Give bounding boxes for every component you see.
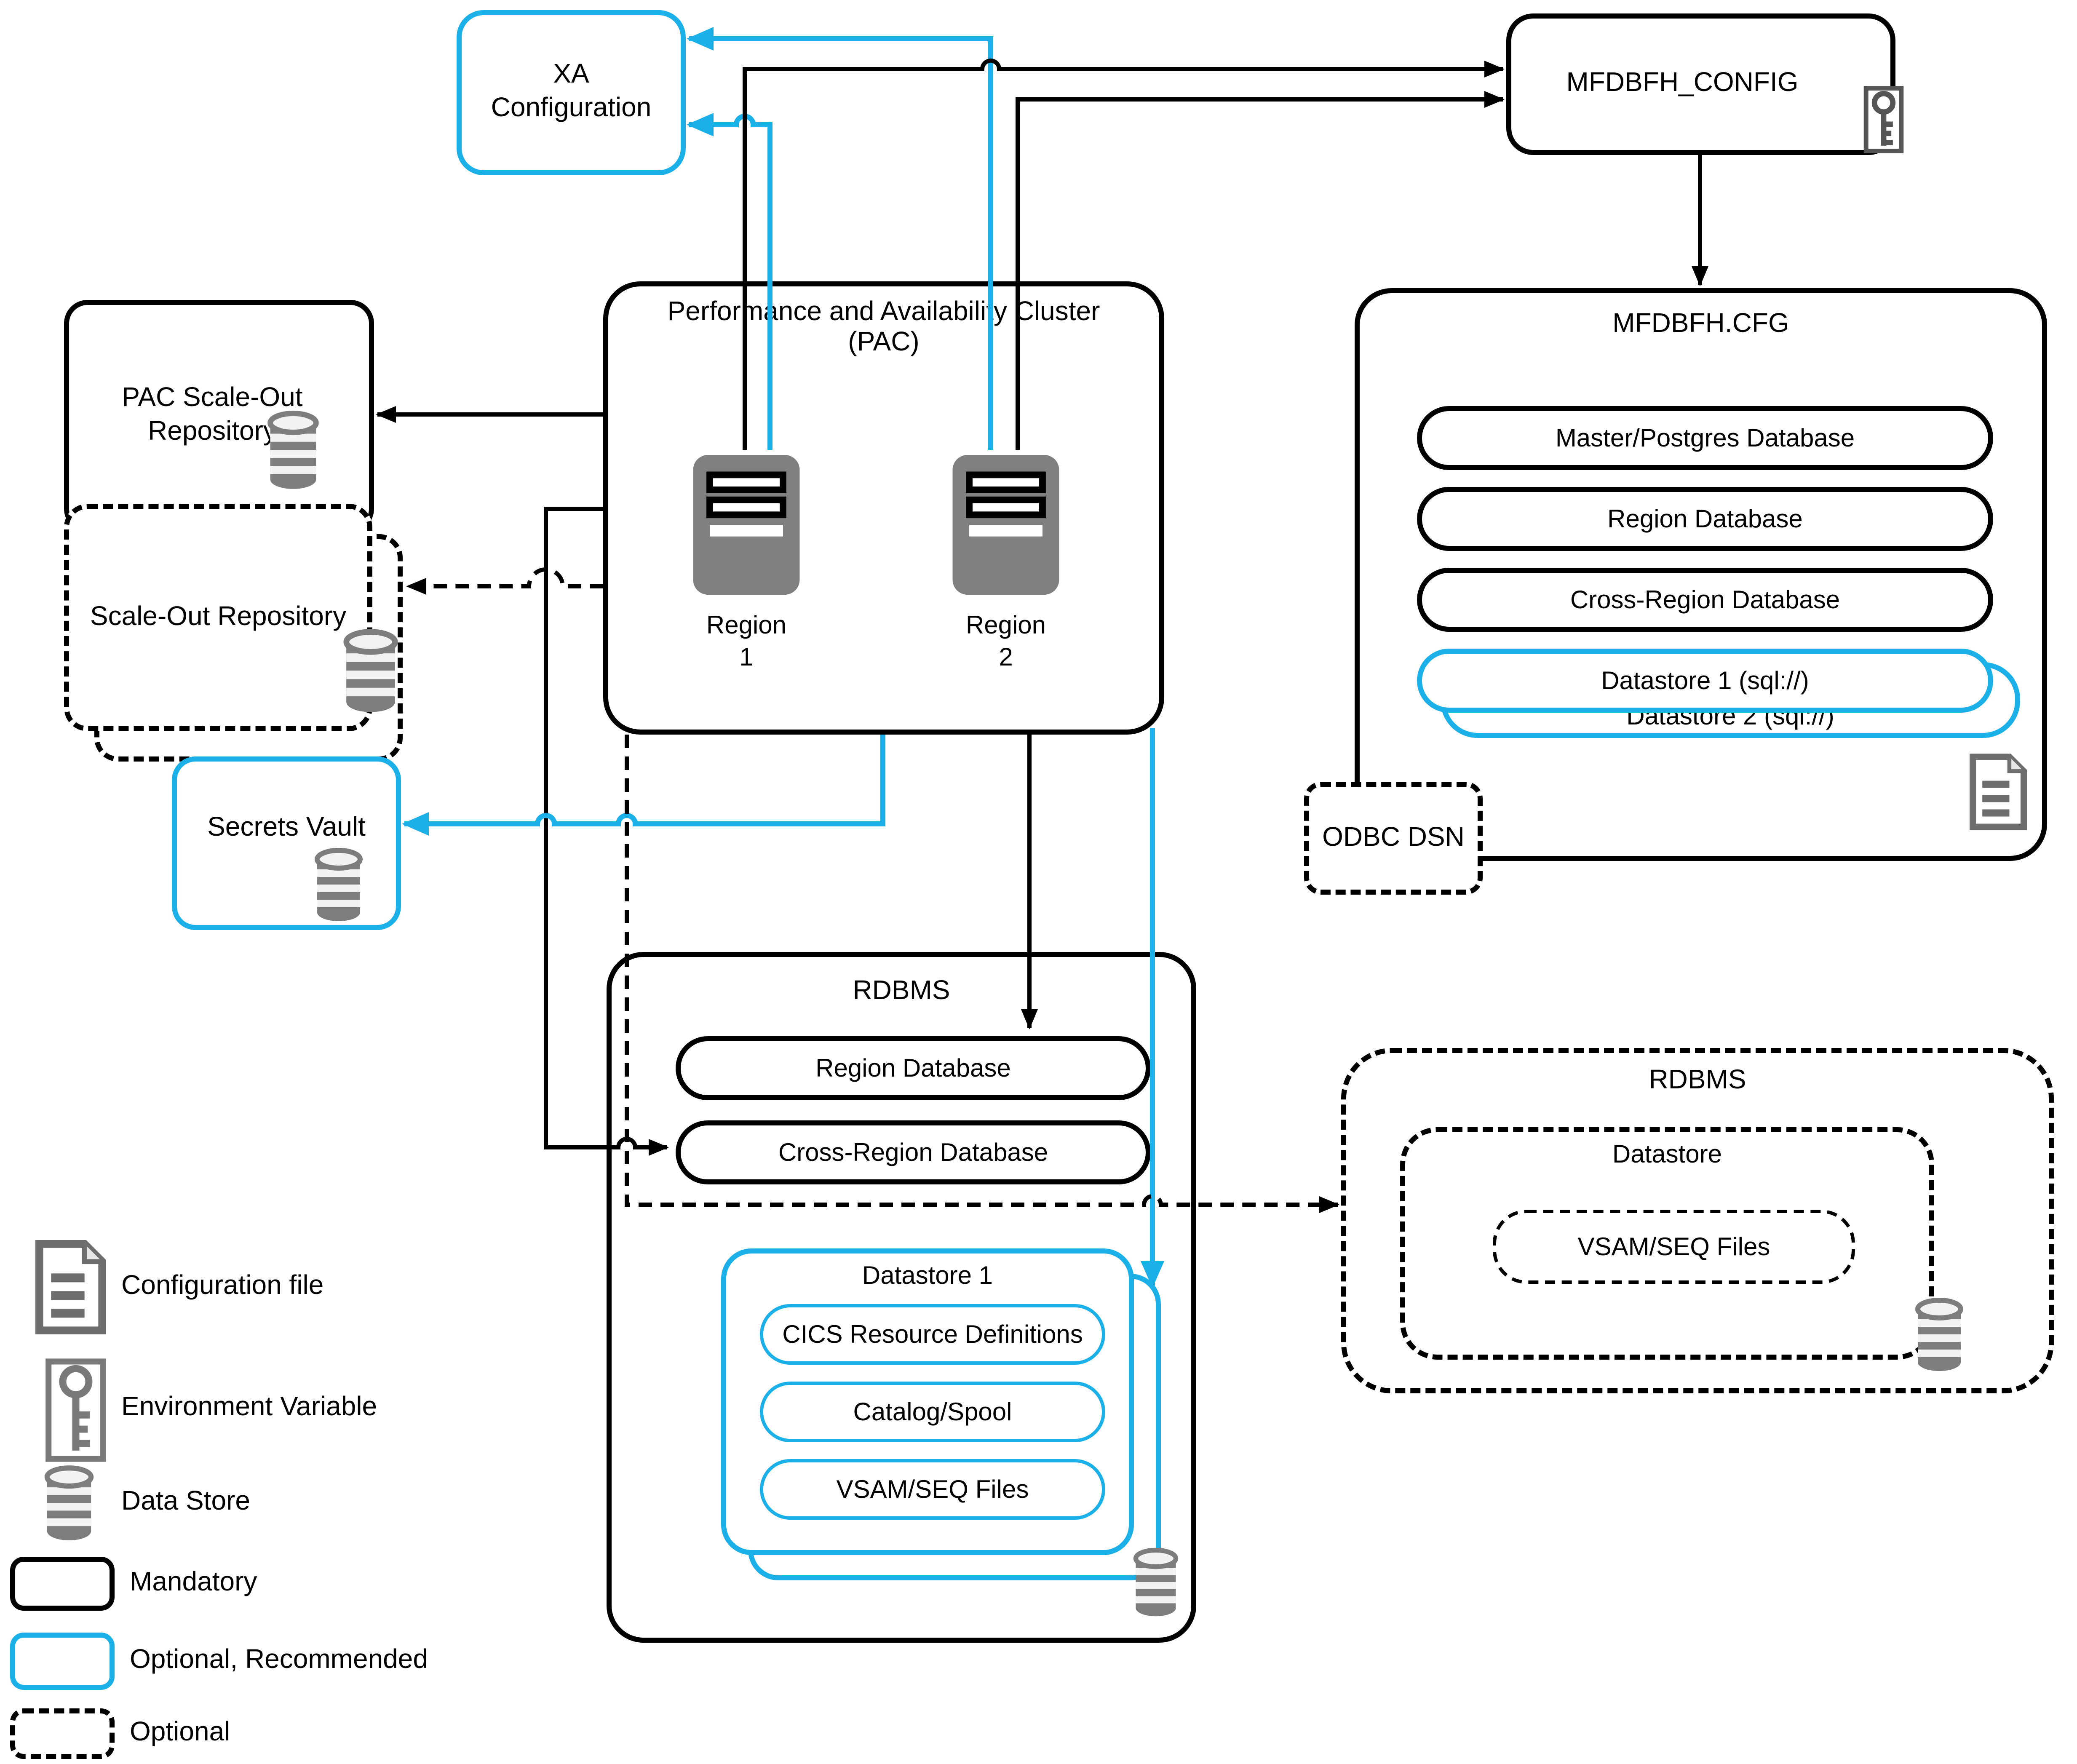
- legend-data-store-label: Data Store: [121, 1488, 250, 1516]
- pac-scale-out-repository-box: PAC Scale-Out Repository: [64, 300, 374, 532]
- region-2-label: Region 2: [965, 612, 1046, 672]
- edge-pac-to-scale-out-repo: [406, 567, 603, 595]
- pill-vsam-seq-files: VSAM/SEQ Files: [760, 1459, 1105, 1520]
- legend-optional-recommended-swatch: [10, 1633, 115, 1690]
- pill-master-postgres-database: Master/Postgres Database: [1417, 406, 1993, 470]
- region-1-label: Region 1: [706, 612, 787, 672]
- datastore-1-title: Datastore 1: [862, 1262, 993, 1291]
- xa-configuration-box: XA Configuration: [457, 10, 686, 175]
- pac-cluster-box: Performance and Availability Cluster (PA…: [603, 281, 1164, 735]
- odbc-dsn-label: ODBC DSN: [1322, 823, 1465, 852]
- legend-mandatory-swatch: [10, 1557, 115, 1611]
- legend-optional-swatch: [10, 1708, 115, 1759]
- mfdbfh-cfg-title: MFDBFH.CFG: [1612, 310, 1789, 339]
- pill-catalog-spool: Catalog/Spool: [760, 1382, 1105, 1442]
- rdbms-center-box: RDBMS Region Database Cross-Region Datab…: [607, 952, 1196, 1643]
- server-icon: [952, 455, 1060, 603]
- rdbms-right-title: RDBMS: [1649, 1066, 1746, 1095]
- legend-configuration-file-label: Configuration file: [121, 1272, 324, 1301]
- datastore-right-title: Datastore: [1612, 1141, 1722, 1169]
- pill-vsam-seq-files-right: VSAM/SEQ Files: [1493, 1210, 1855, 1284]
- mfdbfh-config-box: MFDBFH_CONFIG: [1506, 13, 1904, 155]
- scale-out-repository-label: Scale-Out Repository: [90, 602, 347, 631]
- legend-environment-variable-label: Environment Variable: [121, 1393, 377, 1422]
- database-icon: [313, 846, 364, 932]
- scale-out-repository-box: Scale-Out Repository: [64, 504, 372, 731]
- document-icon: [1970, 753, 2027, 839]
- database-icon: [342, 627, 399, 723]
- edge-pac-to-secrets-vault: [402, 735, 885, 836]
- pill-cics-resource-definitions: CICS Resource Definitions: [760, 1304, 1105, 1365]
- database-icon: [266, 408, 320, 500]
- database-icon: [34, 1464, 104, 1550]
- rdbms-right-box: RDBMS Datastore VSAM/SEQ Files: [1341, 1048, 2054, 1393]
- legend-optional-label: Optional: [130, 1719, 230, 1747]
- rdbms-center-title: RDBMS: [853, 977, 950, 1006]
- key-icon: [44, 1358, 108, 1471]
- secrets-vault-box: Secrets Vault: [172, 756, 401, 930]
- datastore-1-box: Datastore 1 CICS Resource Definitions Ca…: [721, 1248, 1134, 1555]
- pill-cross-region-database-rdbms: Cross-Region Database: [676, 1120, 1151, 1184]
- pill-region-database-rdbms: Region Database: [676, 1036, 1151, 1100]
- pill-cross-region-database: Cross-Region Database: [1417, 568, 1993, 632]
- odbc-dsn-box: ODBC DSN: [1304, 782, 1483, 895]
- legend-optional-recommended-label: Optional, Recommended: [130, 1646, 428, 1675]
- pac-cluster-title: Performance and Availability Cluster (PA…: [667, 298, 1100, 357]
- pac-scale-out-repository-label: PAC Scale-Out Repository: [122, 384, 303, 446]
- database-icon: [1914, 1296, 1965, 1382]
- xa-configuration-label: XA Configuration: [491, 61, 652, 123]
- server-icon: [692, 455, 800, 603]
- pill-region-database: Region Database: [1417, 487, 1993, 551]
- secrets-vault-label: Secrets Vault: [207, 813, 366, 842]
- mfdbfh-cfg-box: MFDBFH.CFG Master/Postgres Database Regi…: [1355, 288, 2047, 861]
- database-icon: [1131, 1547, 1181, 1626]
- datastore-right-box: Datastore VSAM/SEQ Files: [1400, 1127, 1934, 1360]
- pill-datastore-1-sql: Datastore 1 (sql://): [1417, 649, 1993, 713]
- key-icon: [1863, 86, 1904, 162]
- mfdbfh-config-label: MFDBFH_CONFIG: [1566, 69, 1799, 98]
- legend-mandatory-label: Mandatory: [130, 1569, 257, 1597]
- document-icon: [34, 1240, 108, 1343]
